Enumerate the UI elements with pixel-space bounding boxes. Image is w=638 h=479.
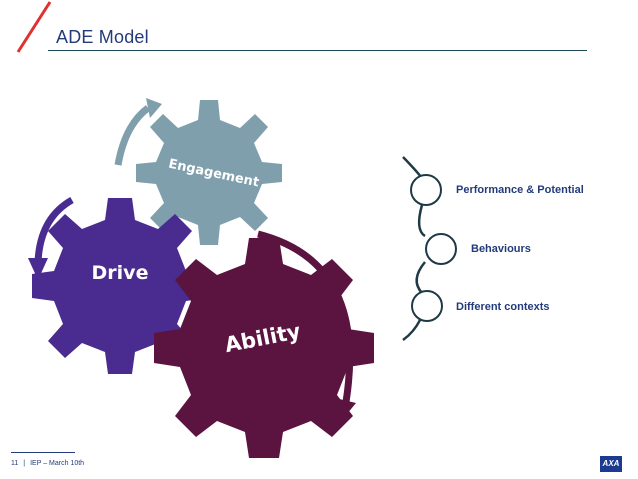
footer: 11 | IEP – March 10th xyxy=(11,460,84,467)
list-item-behaviours: Behaviours xyxy=(471,243,531,255)
ability-cycle-arrow xyxy=(257,230,356,420)
page-title: ADE Model xyxy=(56,27,149,47)
drive-cycle-arrow xyxy=(28,196,74,280)
ability-gear: Ability xyxy=(154,238,374,458)
drive-label: Drive xyxy=(92,262,149,284)
footer-divider xyxy=(11,452,75,453)
list-node xyxy=(425,233,457,265)
footer-separator: | xyxy=(23,460,26,467)
engagement-gear-shape xyxy=(136,100,282,245)
list-node xyxy=(411,290,443,322)
footer-text: IEP – March 10th xyxy=(30,460,85,467)
drive-gear-shape xyxy=(32,198,208,374)
list-node xyxy=(410,174,442,206)
drive-gear: Drive xyxy=(32,198,208,374)
list-item-different-contexts: Different contexts xyxy=(456,301,550,313)
brand-slash-icon xyxy=(16,1,52,53)
engagement-cycle-arrow xyxy=(114,98,162,166)
axa-logo: AXA xyxy=(600,456,622,472)
list-bracket xyxy=(402,156,457,342)
ability-gear-shape xyxy=(154,238,374,458)
list-item-performance-potential: Performance & Potential xyxy=(456,184,584,196)
title-divider xyxy=(48,50,587,51)
slide-number: 11 xyxy=(11,460,19,467)
engagement-gear: Engagement xyxy=(136,100,282,245)
